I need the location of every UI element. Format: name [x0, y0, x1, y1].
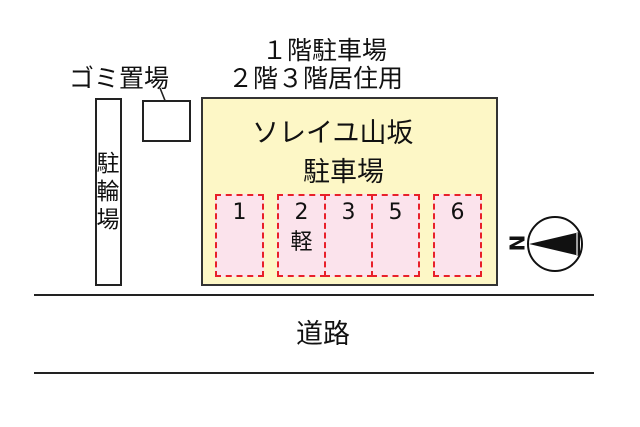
- space-note-kei: 軽: [290, 230, 313, 255]
- compass-north-letter: N: [505, 234, 530, 252]
- garbage-area-box: [142, 100, 191, 142]
- space-number: 3: [341, 200, 356, 225]
- bicycle-parking-char: 輪: [96, 179, 120, 205]
- building-label-floor1: １階駐車場: [262, 36, 388, 65]
- parking-space-2: 2 軽: [277, 194, 326, 277]
- lot-type: 駐車場: [303, 157, 384, 188]
- space-number: 5: [388, 200, 403, 225]
- bicycle-parking-label: 駐 輪 場: [95, 150, 121, 234]
- parking-space-3: 3: [324, 194, 373, 277]
- parking-space-6: 6: [433, 194, 482, 277]
- lot-name: ソレイユ山坂: [252, 118, 414, 149]
- garbage-area-label: ゴミ置場: [69, 64, 170, 93]
- building-label-floors23: ２階３階居住用: [228, 64, 404, 93]
- bicycle-parking-box: [95, 98, 122, 286]
- space-number: 2: [294, 200, 309, 225]
- bicycle-parking-char: 場: [96, 207, 120, 233]
- road-label: 道路: [296, 319, 350, 350]
- parking-space-5: 5: [371, 194, 420, 277]
- road-edge-bottom: [34, 372, 594, 374]
- parking-space-1: 1: [215, 194, 264, 277]
- space-number: 1: [232, 200, 247, 225]
- road-edge-top: [34, 294, 594, 296]
- north-arrow-icon: [527, 216, 583, 272]
- space-number: 6: [450, 200, 465, 225]
- bicycle-parking-char: 駐: [96, 151, 120, 177]
